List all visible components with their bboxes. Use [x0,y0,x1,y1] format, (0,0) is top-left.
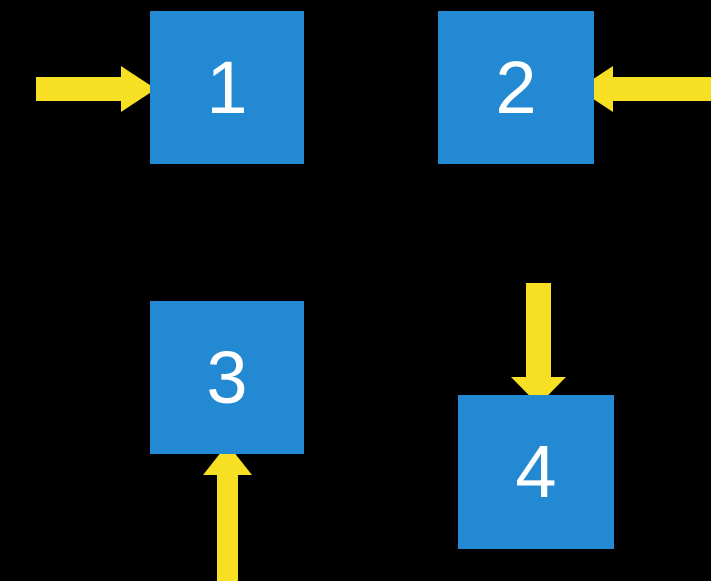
arrow-into-node-4 [511,283,566,405]
arrow-into-node-1 [36,66,156,112]
node-box-2-label: 2 [495,45,537,129]
arrow-into-node-2 [578,66,711,112]
arrow-into-node-3 [203,444,252,581]
arrow-down-shape [511,283,566,405]
node-box-3-label: 3 [206,335,248,419]
node-box-4-label: 4 [515,430,557,513]
arrow-right-shape [36,66,156,112]
node-box-3[interactable]: 3 [150,301,304,454]
node-box-2[interactable]: 2 [438,11,594,164]
node-box-4[interactable]: 4 [458,395,614,549]
arrow-up-shape [203,444,252,581]
node-box-1[interactable]: 1 [150,11,304,164]
arrow-left-shape [578,66,711,112]
node-box-1-label: 1 [206,45,248,129]
